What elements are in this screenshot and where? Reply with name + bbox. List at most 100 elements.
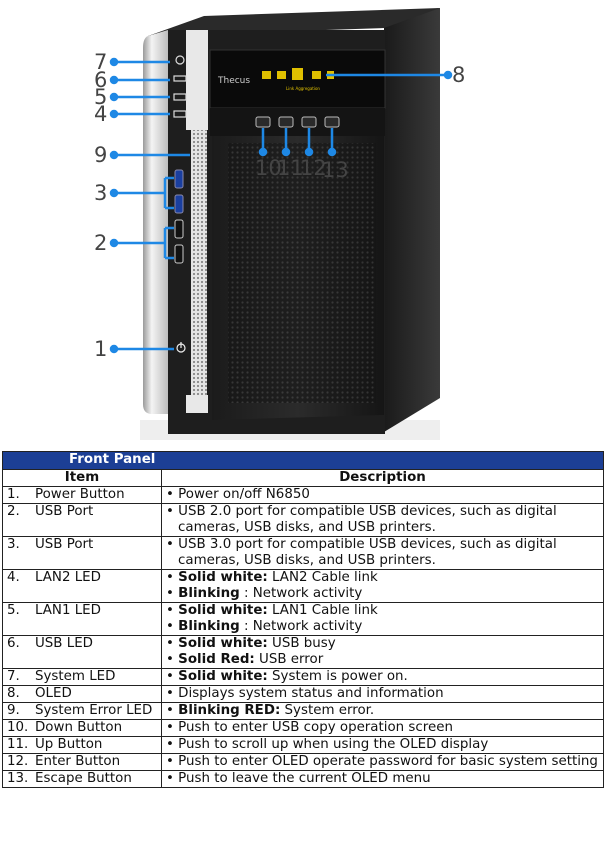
- description-text: USB 2.0 port for compatible USB devices,…: [178, 504, 557, 535]
- bullet-icon: •: [166, 720, 174, 735]
- description-cell: • USB 2.0 port for compatible USB device…: [161, 503, 604, 537]
- item-name: Up Button: [35, 737, 103, 752]
- door-perforation: [228, 143, 376, 403]
- description-cell: • Blinking RED: System error.: [161, 702, 604, 720]
- callout-5: 5: [94, 85, 107, 109]
- front-panel-table: Front Panel Item Description 1.Power But…: [2, 451, 604, 788]
- description-line: • Solid white: System is power on.: [166, 669, 599, 685]
- table-row: 10.Down Button• Push to enter USB copy o…: [2, 719, 604, 737]
- description-bold: Solid white:: [178, 669, 268, 684]
- item-cell: 2.USB Port: [2, 503, 162, 537]
- description-line: • Displays system status and information: [166, 686, 599, 702]
- description-cell: • USB 3.0 port for compatible USB device…: [161, 536, 604, 570]
- item-cell: 4.LAN2 LED: [2, 569, 162, 603]
- item-number: 8.: [7, 686, 20, 701]
- enter-button[interactable]: [301, 116, 317, 128]
- description-line: • Push to leave the current OLED menu: [166, 771, 599, 787]
- bullet-icon: •: [166, 652, 174, 667]
- item-name: Enter Button: [35, 754, 121, 769]
- item-number: 3.: [7, 537, 20, 552]
- description-line: • Blinking RED: System error.: [166, 703, 599, 719]
- item-name: Down Button: [35, 720, 123, 735]
- description-cell: • Solid white: System is power on.: [161, 668, 604, 686]
- item-cell: 8.OLED: [2, 685, 162, 703]
- table-row: 13. Escape Button • Push to leave the curr…: [2, 770, 604, 788]
- description-cell: • Solid white: USB busy• Solid Red: USB …: [161, 635, 604, 669]
- callout-13: 13: [322, 158, 349, 182]
- description-text: System is power on.: [267, 669, 408, 684]
- callout-12: 12: [300, 156, 327, 180]
- description-text: USB 3.0 port for compatible USB devices,…: [178, 537, 557, 568]
- item-cell: 1. Power Button: [2, 486, 162, 504]
- nas-front-panel-figure: Thecus Link Aggregation: [94, 8, 465, 440]
- description-bold: Blinking: [178, 586, 240, 601]
- silver-trim-bottom: [186, 395, 208, 413]
- table-row: 7.System LED• Solid white: System is pow…: [2, 668, 604, 686]
- bullet-icon: •: [166, 487, 174, 502]
- description-text: LAN1 Cable link: [267, 603, 378, 618]
- table-row: 9. System Error LED • Blinking RED: System…: [2, 702, 604, 720]
- description-line: • Blinking : Network activity: [166, 619, 599, 635]
- description-cell: • Solid white: LAN2 Cable link• Blinking…: [161, 569, 604, 603]
- table-row: 1. Power Button • Power on/off N6850: [2, 486, 604, 504]
- usb3-port-icon: [174, 169, 184, 189]
- description-cell: • Displays system status and information: [161, 685, 604, 703]
- description-bold: Blinking RED:: [178, 703, 281, 718]
- button-bar: [210, 108, 385, 136]
- table-row: 4.LAN2 LED• Solid white: LAN2 Cable link…: [2, 569, 604, 603]
- item-name: LAN1 LED: [35, 603, 101, 618]
- item-name: LAN2 LED: [35, 570, 101, 585]
- callout-4: 4: [94, 102, 107, 126]
- table-row: 11.Up Button• Push to scroll up when usi…: [2, 736, 604, 754]
- item-cell: 13. Escape Button: [2, 770, 162, 788]
- description-line: • Power on/off N6850: [166, 487, 599, 503]
- description-line: • Blinking : Network activity: [166, 586, 599, 602]
- callout-6: 6: [94, 68, 107, 92]
- column-header-description: Description: [161, 469, 604, 487]
- description-bold: Blinking: [178, 619, 240, 634]
- item-cell: 11.Up Button: [2, 736, 162, 754]
- item-number: 9.: [7, 703, 20, 718]
- callout-3: 3: [94, 181, 107, 205]
- description-text: USB busy: [267, 636, 336, 651]
- usb3-port-icon: [174, 194, 184, 214]
- description-cell: • Push to scroll up when using the OLED …: [161, 736, 604, 754]
- description-text: LAN2 Cable link: [267, 570, 378, 585]
- description-line: • Push to scroll up when using the OLED …: [166, 737, 599, 753]
- front-buttons: [255, 116, 340, 128]
- item-name: Escape Button: [35, 771, 132, 786]
- item-number: 13.: [7, 771, 29, 786]
- item-name: USB Port: [35, 537, 94, 552]
- column-header-item: Item: [2, 469, 162, 487]
- callout-1: 1: [94, 337, 107, 361]
- side-panel: [384, 8, 440, 432]
- bullet-icon: •: [166, 603, 174, 618]
- usb2-port-icon: [174, 219, 184, 239]
- callout-9: 9: [94, 143, 107, 167]
- up-button[interactable]: [278, 116, 294, 128]
- description-text: Push to enter USB copy operation screen: [178, 720, 453, 735]
- item-number: 2.: [7, 504, 20, 519]
- usb2-port-icon: [174, 244, 184, 264]
- item-number: 1.: [7, 487, 20, 502]
- left-panel-icons: [173, 55, 187, 118]
- description-bold: Solid white:: [178, 636, 268, 651]
- table-row: 12.Enter Button• Push to enter OLED oper…: [2, 753, 604, 771]
- item-name: System Error LED: [35, 703, 153, 718]
- bullet-icon: •: [166, 771, 174, 786]
- item-name: Power Button: [35, 487, 125, 502]
- usb2-ports: [174, 219, 184, 264]
- item-number: 7.: [7, 669, 20, 684]
- oled-brand: Thecus: [217, 76, 250, 86]
- down-button[interactable]: [255, 116, 271, 128]
- description-text: Push to enter OLED operate password for …: [178, 754, 598, 769]
- table-row: 5.LAN1 LED• Solid white: LAN1 Cable link…: [2, 602, 604, 636]
- description-line: • Solid white: LAN1 Cable link: [166, 603, 599, 619]
- description-text: System error.: [280, 703, 375, 718]
- bullet-icon: •: [166, 703, 174, 718]
- description-line: • Solid Red: USB error: [166, 652, 599, 668]
- item-number: 12.: [7, 754, 29, 769]
- escape-button[interactable]: [324, 116, 340, 128]
- bullet-icon: •: [166, 570, 174, 585]
- silver-strip: [143, 30, 168, 414]
